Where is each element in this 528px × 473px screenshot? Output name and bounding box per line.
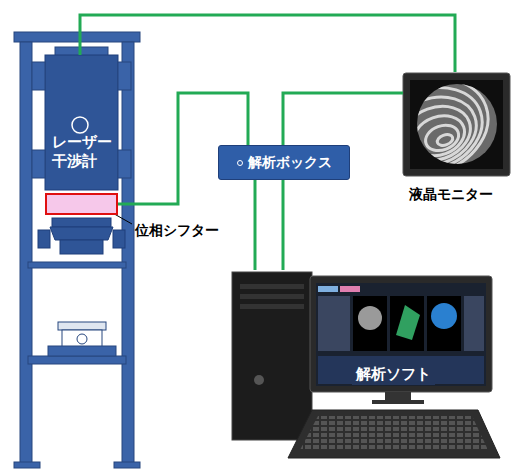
keyboard: [288, 410, 500, 458]
fringe: [381, 85, 486, 177]
fringe: [422, 121, 462, 155]
node-label: レーザー 干渉計: [52, 133, 116, 171]
sample-stage: [48, 322, 116, 356]
node-label: 解析ボックス: [237, 154, 332, 172]
phase-shifter-box: 位相シフター: [45, 193, 118, 215]
pc-display: [310, 276, 492, 404]
node-label: 位相シフター: [135, 222, 219, 240]
signal-cable: [80, 15, 455, 72]
node-label: 解析ソフト: [352, 364, 435, 385]
interferometer-body: [32, 47, 131, 190]
signal-cable: [254, 180, 257, 270]
signal-cable: [283, 93, 403, 270]
analysis-box: 解析ボックス: [218, 145, 350, 180]
fringe: [353, 62, 502, 193]
pc-tower: [232, 272, 312, 440]
pc-workstation: 解析ソフト: [232, 270, 495, 458]
lcd-monitor: 液晶モニター: [403, 72, 510, 176]
node-label: 液晶モニター: [409, 186, 493, 204]
frame: [14, 32, 140, 468]
lcd-monitor-drawing: [353, 62, 510, 193]
lens-holder: [38, 218, 125, 254]
interferometer-box: レーザー 干渉計: [45, 55, 118, 190]
